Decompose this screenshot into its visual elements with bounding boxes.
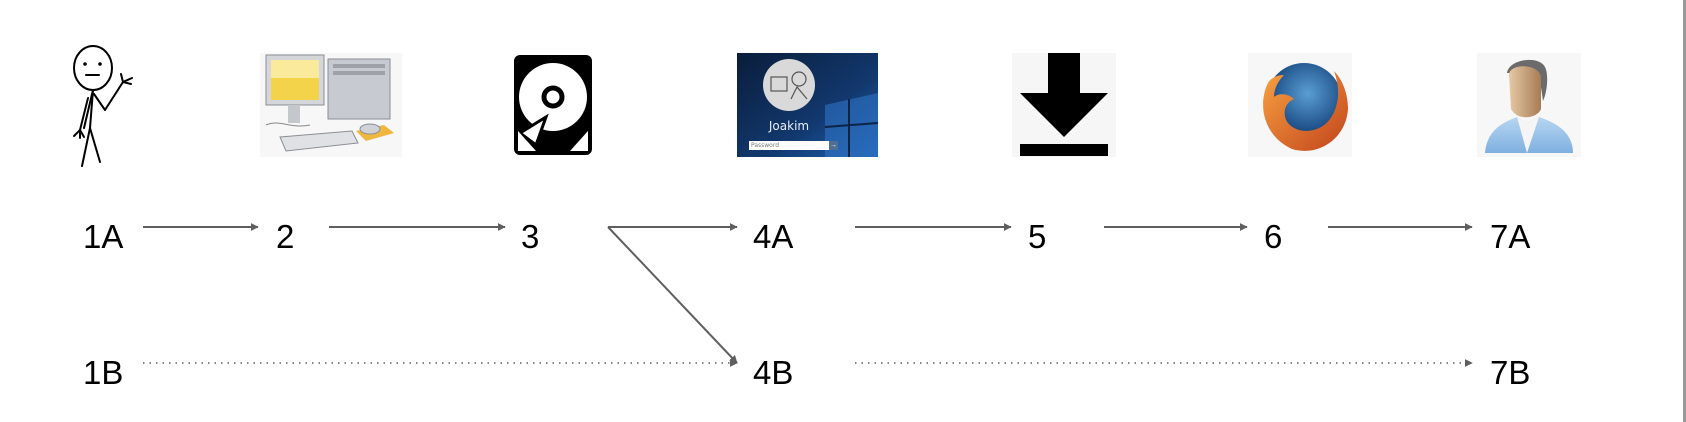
download-icon xyxy=(1012,53,1116,157)
node-7A-label: 7A xyxy=(1490,218,1531,255)
node-3-label: 3 xyxy=(521,218,540,255)
node-4A-label: 4A xyxy=(753,218,794,255)
edge-3-to-4B xyxy=(607,226,738,364)
node-6-label: 6 xyxy=(1264,218,1283,255)
hard-drive-icon xyxy=(514,55,592,155)
node-1A-label: 1A xyxy=(83,218,124,255)
node-1B-label: 1B xyxy=(83,354,124,391)
login-username: Joakim xyxy=(768,119,810,133)
node-7B-label: 7B xyxy=(1490,354,1531,391)
windows-login-screen-icon: Joakim Password → xyxy=(737,53,878,157)
user-avatar-icon xyxy=(1477,53,1581,157)
node-4B-label: 4B xyxy=(753,354,794,391)
firefox-browser-icon xyxy=(1248,53,1352,157)
login-password-field: Password xyxy=(749,141,829,150)
node-5-label: 5 xyxy=(1028,218,1047,255)
stick-figure-person-icon xyxy=(68,44,140,172)
login-submit-arrow-icon: → xyxy=(829,141,838,150)
node-2-label: 2 xyxy=(276,218,295,255)
page-edge-divider xyxy=(1683,0,1686,422)
desktop-computer-icon xyxy=(260,53,402,157)
